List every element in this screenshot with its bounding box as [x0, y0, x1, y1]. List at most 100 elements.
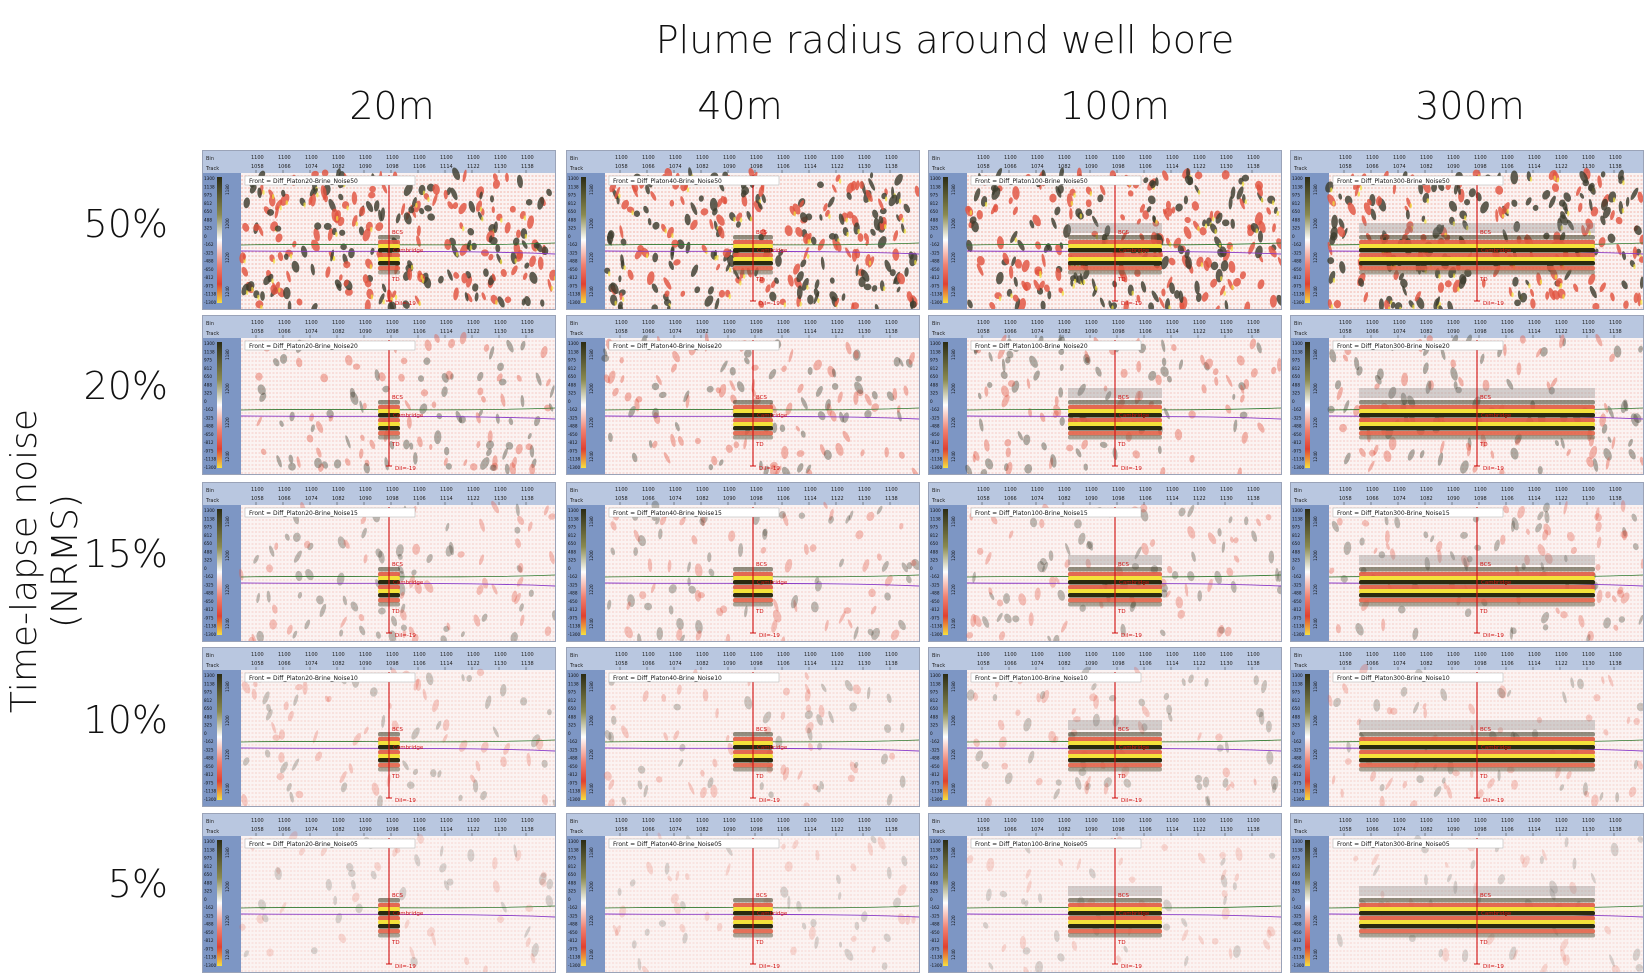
colorbar-tick: -1138 [204, 955, 217, 960]
track-tick: 1106 [1501, 827, 1514, 833]
colorbar-tick: -1300 [568, 797, 581, 802]
colorbar-tick: -488 [204, 922, 214, 927]
track-label: Track [205, 663, 219, 669]
colorbar-tick: -975 [1292, 283, 1302, 288]
horizon-label-middle: Cambridge [1119, 580, 1150, 586]
colorbar-tick: -162 [204, 574, 214, 579]
colorbar-tick: 0 [1292, 234, 1295, 239]
track-tick: 1058 [977, 329, 990, 335]
track-tick: 1138 [1609, 329, 1622, 335]
colorbar-tick: -1138 [930, 624, 943, 629]
colorbar-tick: -1300 [204, 632, 217, 637]
bin-tick: 1100 [332, 818, 345, 824]
dil-label: Dil=-19 [1483, 633, 1504, 639]
track-tick: 1130 [494, 827, 507, 833]
colorbar-tick: 975 [930, 690, 938, 695]
depth-tick: 1200 [951, 383, 956, 394]
panel-caption: Front = Diff_Platon300-Brine_Noise15 [1337, 510, 1450, 517]
depth-tick: 1220 [1313, 749, 1318, 760]
colorbar-tick: -650 [1292, 599, 1302, 604]
bin-tick: 1100 [386, 155, 399, 161]
bin-tick: 1100 [251, 320, 264, 326]
bin-tick: 1100 [1393, 487, 1406, 493]
track-tick: 1122 [1193, 329, 1206, 335]
track-tick: 1066 [278, 496, 291, 502]
colorbar-tick: -1300 [1292, 963, 1305, 968]
colorbar-tick: 1138 [568, 681, 579, 686]
bin-tick: 1100 [615, 320, 628, 326]
track-tick: 1098 [750, 329, 763, 335]
depth-tick: 1220 [589, 915, 594, 926]
colorbar-tick: -812 [930, 938, 940, 943]
bin-tick: 1100 [521, 818, 534, 824]
track-tick: 1074 [1031, 164, 1044, 170]
track-label: Track [569, 829, 583, 835]
colorbar-tick: 488 [568, 217, 576, 222]
colorbar-tick: 650 [1292, 706, 1300, 711]
track-tick: 1114 [1528, 329, 1541, 335]
horizon-label-top: BCS [756, 727, 768, 733]
track-tick: 1074 [1393, 827, 1406, 833]
colorbar-tick: -162 [568, 574, 578, 579]
colorbar-tick: -1300 [568, 963, 581, 968]
colorbar-tick: 1300 [568, 341, 579, 346]
horizon-label-middle: Cambridge [393, 580, 424, 586]
colorbar-tick: -650 [568, 267, 578, 272]
colorbar-tick: 812 [568, 864, 576, 869]
colorbar-tick: -650 [930, 764, 940, 769]
colorbar-tick: 975 [1292, 525, 1300, 530]
depth-tick: 1180 [225, 681, 230, 692]
bin-tick: 1100 [1474, 320, 1487, 326]
colorbar-tick: -812 [930, 772, 940, 777]
colorbar-tick: 975 [204, 193, 212, 198]
colorbar-tick: -162 [204, 905, 214, 910]
depth-tick: 1200 [951, 881, 956, 892]
track-tick: 1074 [305, 496, 318, 502]
colorbar-tick: -162 [930, 242, 940, 247]
bin-tick: 1100 [977, 818, 990, 824]
depth-tick: 1240 [951, 286, 956, 297]
horizon-label-middle: Cambridge [1481, 745, 1512, 751]
colorbar-tick: 0 [568, 897, 571, 902]
track-tick: 1090 [1085, 661, 1098, 667]
bin-tick: 1100 [1609, 320, 1622, 326]
track-tick: 1074 [305, 329, 318, 335]
bin-tick: 1100 [467, 155, 480, 161]
track-tick: 1074 [1031, 661, 1044, 667]
colorbar-tick: 812 [1292, 533, 1300, 538]
panel-caption: Front = Diff_Platon40-Brine_Noise50 [613, 178, 722, 185]
colorbar-tick: -1300 [204, 963, 217, 968]
track-tick: 1114 [804, 661, 817, 667]
track-tick: 1058 [251, 496, 264, 502]
colorbar-tick: 812 [204, 864, 212, 869]
td-label: TD [1117, 442, 1126, 448]
colorbar-tick: 1300 [568, 673, 579, 678]
bin-tick: 1100 [440, 487, 453, 493]
depth-tick: 1200 [951, 550, 956, 561]
track-tick: 1090 [723, 496, 736, 502]
colorbar-tick: -488 [930, 756, 940, 761]
bin-tick: 1100 [1501, 155, 1514, 161]
dil-label: Dil=-19 [1483, 301, 1504, 307]
horizon-label-middle: Cambridge [757, 248, 788, 254]
bin-tick: 1100 [777, 487, 790, 493]
track-label: Track [205, 829, 219, 835]
bin-tick: 1100 [1193, 155, 1206, 161]
horizon-label-middle: Cambridge [1481, 911, 1512, 917]
track-tick: 1066 [1366, 827, 1379, 833]
colorbar-tick: -325 [568, 415, 578, 420]
bin-tick: 1100 [858, 652, 871, 658]
colorbar-tick: -488 [568, 756, 578, 761]
bin-tick: 1100 [696, 487, 709, 493]
colorbar-tick: -162 [1292, 905, 1302, 910]
colorbar-tick: -488 [1292, 922, 1302, 927]
td-label: TD [755, 442, 764, 448]
colorbar-tick: 1300 [204, 508, 215, 513]
colorbar-tick: -650 [204, 930, 214, 935]
bin-tick: 1100 [723, 487, 736, 493]
horizon-label-top: BCS [392, 893, 404, 899]
colorbar-tick: 1300 [930, 839, 941, 844]
colorbar-tick: 0 [930, 399, 933, 404]
colorbar-tick: 1300 [204, 673, 215, 678]
